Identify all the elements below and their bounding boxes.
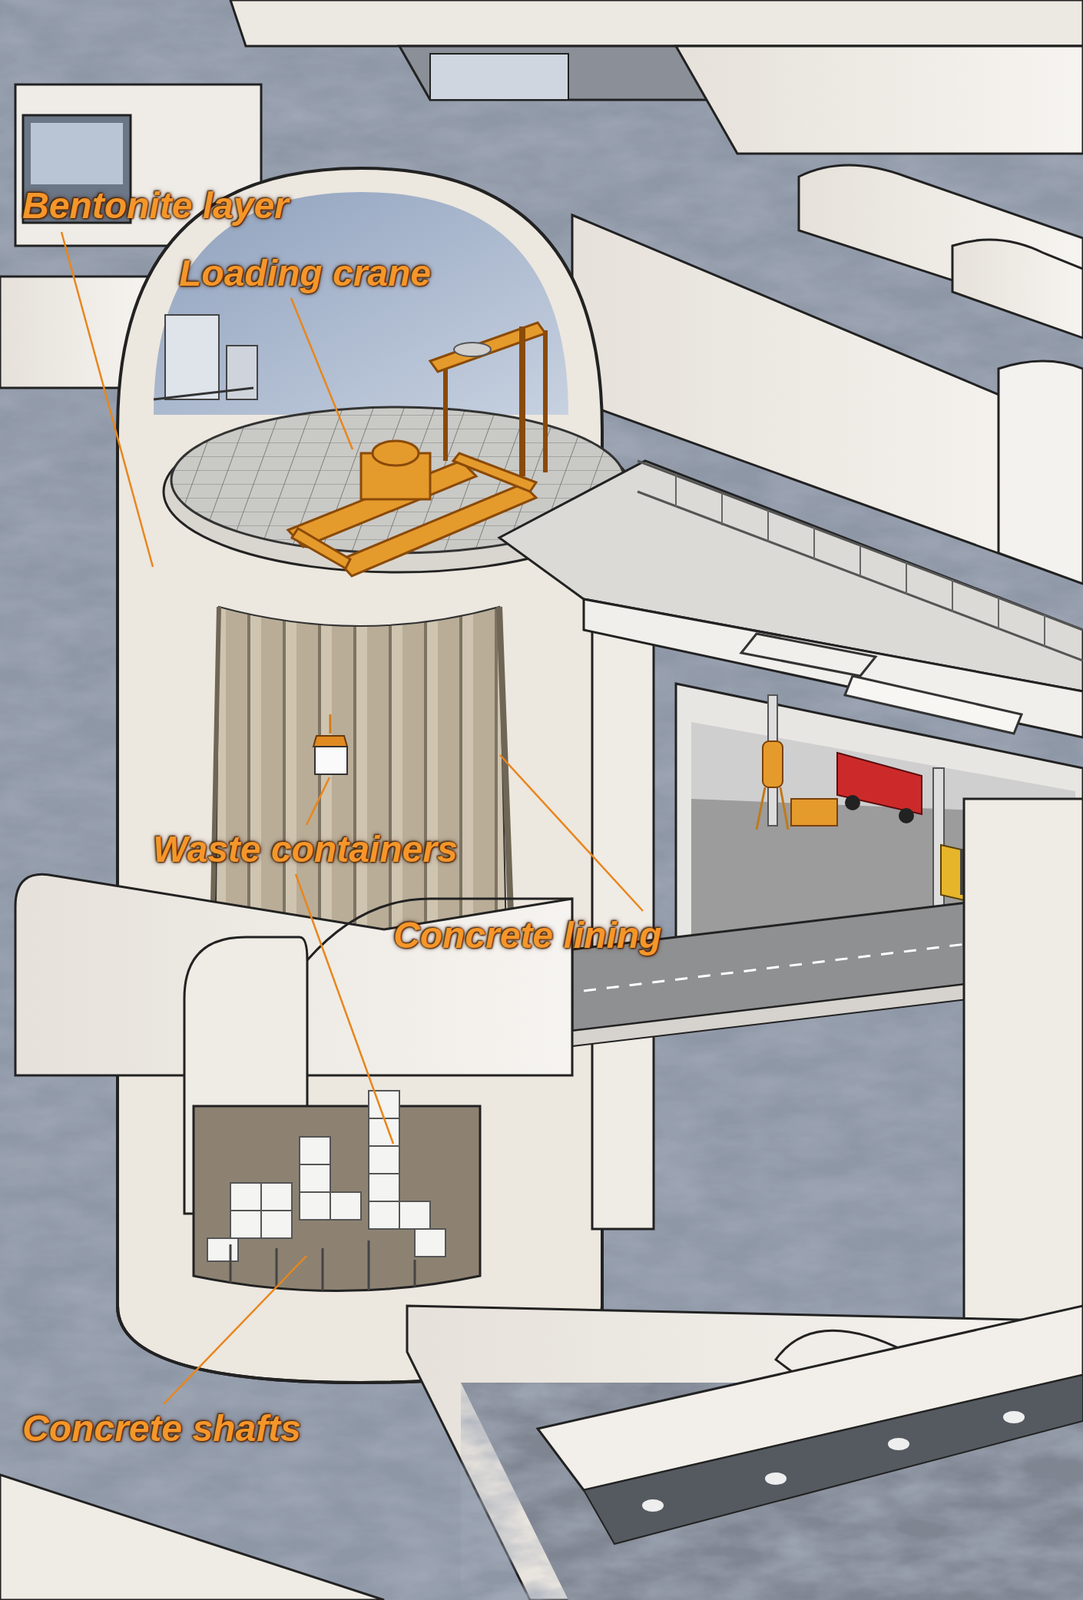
callout-label: Concrete lining <box>393 914 662 958</box>
callout-label: Concrete shafts <box>22 1407 302 1451</box>
callout-label: Waste containers <box>152 827 458 872</box>
callout-label: Loading crane <box>178 251 431 295</box>
callout-label: Bentonite layer <box>22 184 289 228</box>
